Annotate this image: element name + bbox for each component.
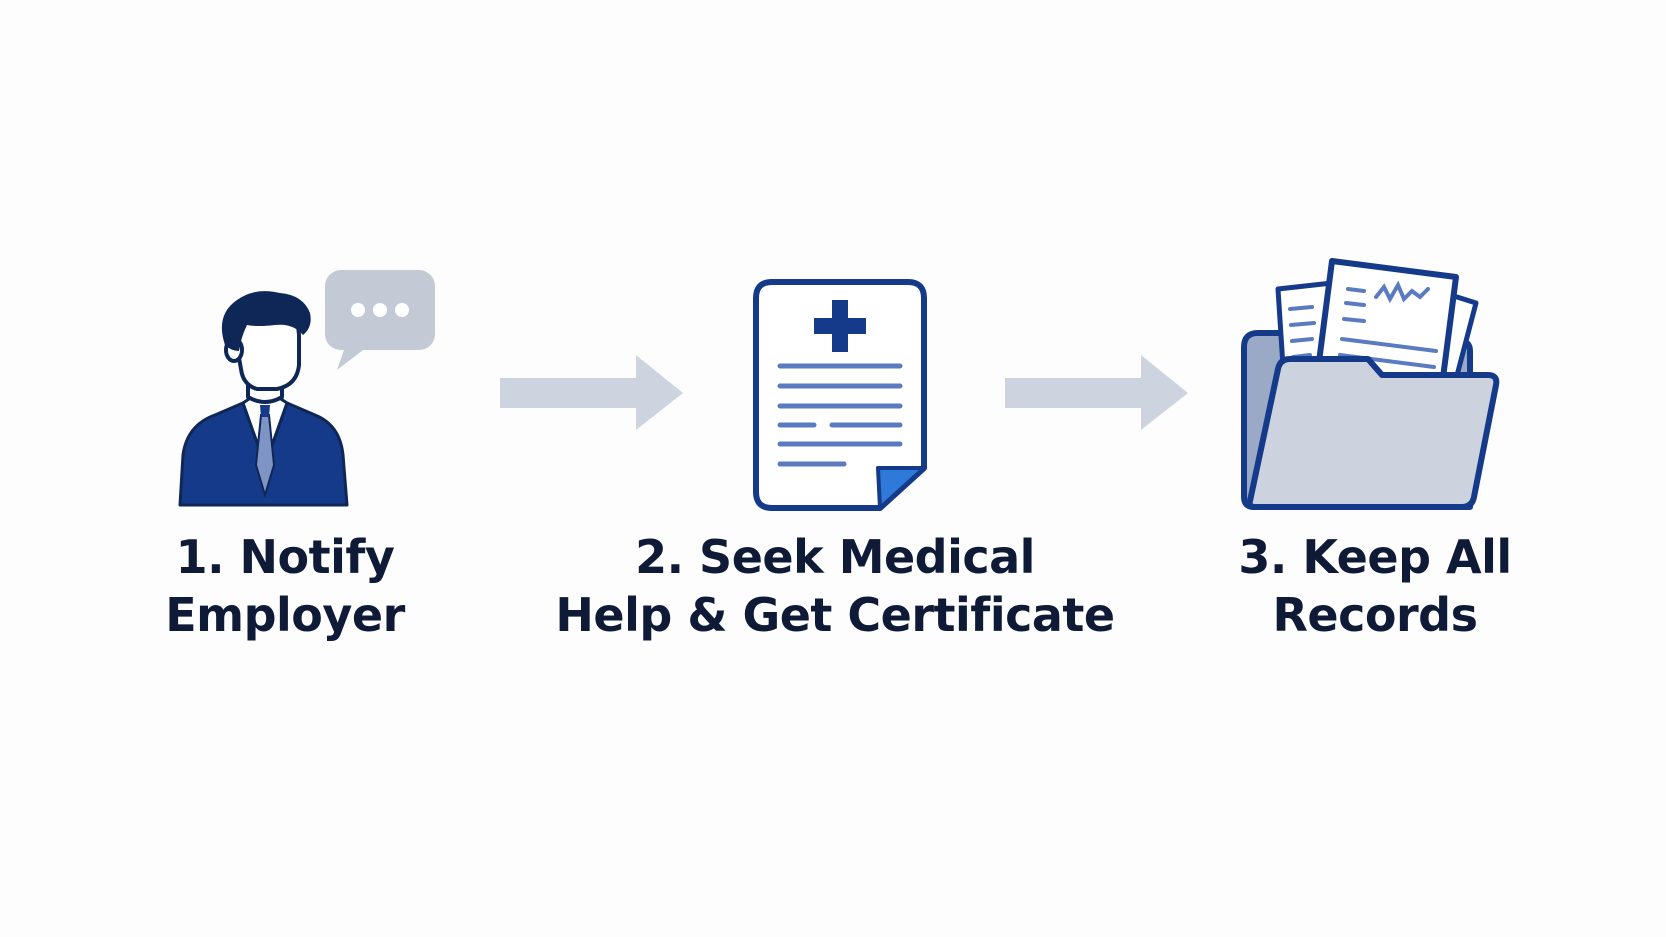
hair (221, 291, 311, 351)
arrow-right-icon (1005, 355, 1188, 430)
folded-corner (876, 466, 926, 510)
document (753, 279, 927, 511)
step-1-line-2: Employer (165, 588, 405, 642)
speech-dot (373, 303, 387, 317)
step-3-label: 3. Keep All Records (1195, 528, 1555, 644)
medical-cross-icon (814, 300, 866, 352)
step-1-line-1: 1. Notify (175, 530, 395, 584)
step-1-label: 1. Notify Employer (105, 528, 465, 644)
step-2-line-2: Help & Get Certificate (555, 588, 1115, 642)
speech-dot (395, 303, 409, 317)
employee-speech-icon (178, 270, 435, 507)
medical-certificate-icon (753, 279, 927, 511)
arrow-right-icon (500, 355, 683, 430)
step-2-label: 2. Seek Medical Help & Get Certificate (555, 528, 1115, 644)
step-3-line-1: 3. Keep All (1238, 530, 1512, 584)
step-3-line-2: Records (1272, 588, 1478, 642)
records-folder-icon (1241, 258, 1500, 510)
speech-dot (351, 303, 365, 317)
step-2-line-1: 2. Seek Medical (635, 530, 1035, 584)
folder-front (1246, 356, 1500, 510)
